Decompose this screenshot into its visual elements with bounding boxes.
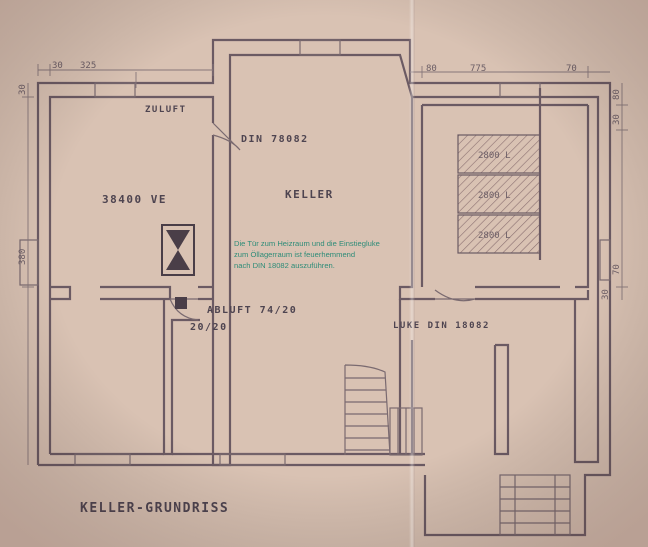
boiler-symbol: [161, 224, 195, 276]
exterior-steps: [499, 474, 571, 536]
label-keller: KELLER: [285, 188, 334, 201]
label-abluft: ABLUFT 74/20: [207, 305, 297, 316]
dim-top-right-3: 70: [566, 64, 577, 74]
fire-door-note-line-1: Die Tür zum Heizraum und die Einstiegluk…: [234, 239, 380, 248]
tank-label-1: 2800 L: [478, 151, 511, 161]
dim-top-left-1: 30: [52, 61, 63, 71]
label-zuluft: ZULUFT: [145, 105, 187, 115]
dim-right-small: 30: [601, 289, 611, 300]
plan-title: KELLER-GRUNDRISS: [80, 501, 229, 516]
dim-top-left-2: 325: [80, 61, 96, 71]
paper-fold: [409, 0, 415, 547]
label-din-door: DIN 78082: [241, 134, 309, 145]
label-duct: 20/20: [190, 322, 228, 333]
label-boiler: 38400 VE: [102, 193, 167, 206]
fire-door-note-line-3: nach DIN 18082 auszuführen.: [234, 261, 335, 270]
dim-right-2: 30: [612, 114, 622, 125]
fire-door-note-line-2: zum Öllagerraum ist feuerhemmend: [234, 250, 355, 259]
dim-right-1: 80: [612, 89, 622, 100]
doors: [169, 122, 476, 321]
dim-right-3: 70: [612, 264, 622, 275]
label-luke: LUKE DIN 18082: [393, 321, 490, 331]
tank-label-3: 2800 L: [478, 231, 511, 241]
flue-duct: [175, 297, 187, 309]
tank-label-2: 2800 L: [478, 191, 511, 201]
dim-left-side: 380: [18, 249, 28, 265]
dim-left-small: 30: [18, 84, 28, 95]
dim-top-right-2: 775: [470, 64, 486, 74]
dim-top-right-1: 80: [426, 64, 437, 74]
